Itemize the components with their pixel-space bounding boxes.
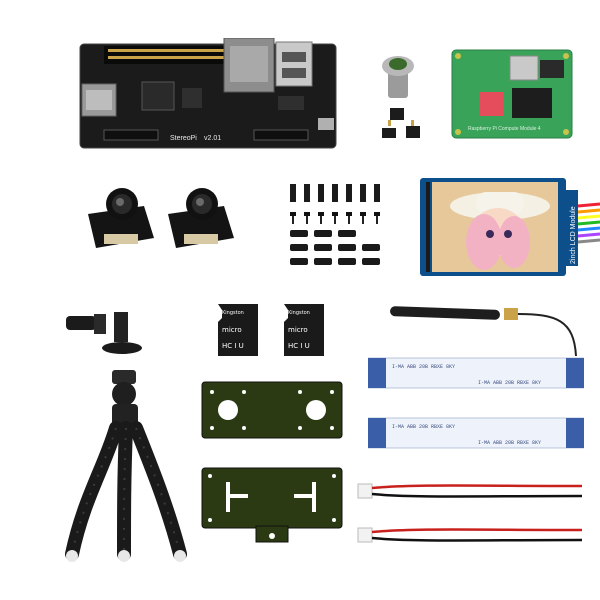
- ribbon-cable-1-print-top: I-MA ABB 20B RBXE 8KY: [392, 364, 455, 370]
- spacer: [338, 244, 356, 251]
- spacer: [314, 230, 332, 237]
- screw: [374, 212, 380, 224]
- sd-card-1-speed: HC I U: [222, 342, 244, 350]
- sd-card-2-brand: Kingston: [288, 310, 310, 316]
- sd-card-1: Kingston micro HC I U: [214, 302, 262, 358]
- sd-card-1-class: micro: [222, 326, 242, 334]
- standoff: [346, 184, 352, 202]
- standoff: [360, 184, 366, 202]
- lcd-side-label: 2inch LCD Module: [570, 206, 577, 264]
- ribbon-cable-1-print-bottom: I-MA ABB 20B RBXE 8KY: [478, 380, 541, 386]
- spacer: [338, 258, 356, 265]
- board-name-text: StereoPi: [170, 135, 197, 142]
- standoffs-and-screws: [284, 182, 390, 272]
- mounting-plate-bottom: [200, 466, 344, 546]
- spacer: [290, 230, 308, 237]
- compute-module-label: Raspberry Pi Compute Module 4: [468, 126, 541, 132]
- jst-wire-2: [356, 520, 592, 550]
- screw: [332, 212, 338, 224]
- ribbon-cable-2-print-bottom: I-MA ABB 20B RBXE 8KY: [478, 440, 541, 446]
- spacer: [338, 230, 356, 237]
- screw: [346, 212, 352, 224]
- gopro-mount: [64, 308, 144, 358]
- jumper-caps: [378, 106, 426, 142]
- ribbon-cable-2: I-MA ABB 20B RBXE 8KY I-MA ABB 20B RBXE …: [368, 416, 584, 450]
- standoff: [318, 184, 324, 202]
- sd-card-2: Kingston micro HC I U: [280, 302, 328, 358]
- spacer: [314, 258, 332, 265]
- flexible-tripod: [56, 368, 196, 568]
- ribbon-cable-2-print-top: I-MA ABB 20B RBXE 8KY: [392, 424, 455, 430]
- screw: [290, 212, 296, 224]
- screw: [360, 212, 366, 224]
- mounting-plate-top: [200, 380, 344, 440]
- standoff: [332, 184, 338, 202]
- spacer: [314, 244, 332, 251]
- board-version-text: v2.01: [204, 135, 221, 142]
- screw: [318, 212, 324, 224]
- lcd-module: 2inch LCD Module: [420, 176, 600, 280]
- stereopi-board: StereoPi v2.01: [78, 38, 340, 150]
- compute-module: Raspberry Pi Compute Module 4: [450, 48, 574, 140]
- spacer: [290, 258, 308, 265]
- push-button-component: [380, 52, 416, 102]
- ribbon-cable-1: I-MA ABB 20B RBXE 8KY I-MA ABB 20B RBXE …: [368, 356, 584, 390]
- wifi-antenna: [386, 300, 586, 360]
- sd-card-2-class: micro: [288, 326, 308, 334]
- sd-card-1-brand: Kingston: [222, 310, 244, 316]
- spacer: [362, 258, 380, 265]
- camera-module-left: [84, 184, 158, 252]
- spacer: [290, 244, 308, 251]
- jst-wire-1: [356, 476, 592, 506]
- standoff: [290, 184, 296, 202]
- standoff: [374, 184, 380, 202]
- camera-module-right: [164, 184, 238, 252]
- standoff: [304, 184, 310, 202]
- screw: [304, 212, 310, 224]
- spacer: [362, 244, 380, 251]
- sd-card-2-speed: HC I U: [288, 342, 310, 350]
